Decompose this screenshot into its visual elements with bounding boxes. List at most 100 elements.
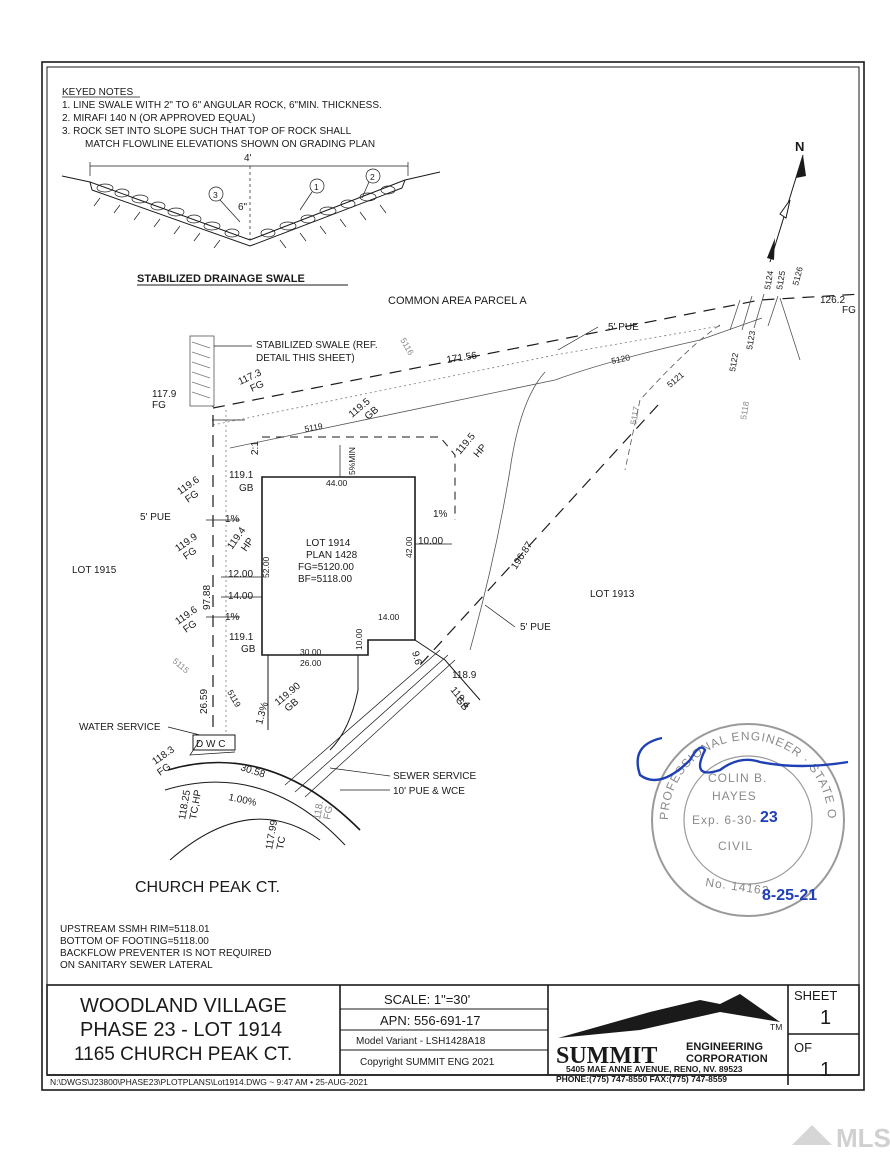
svg-text:FG: FG xyxy=(249,379,266,395)
svg-text:N: N xyxy=(795,139,804,154)
signature xyxy=(636,736,849,782)
north-arrow-icon: N xyxy=(767,139,806,263)
company-sub-2: CORPORATION xyxy=(686,1053,768,1065)
seal-date: 8-25-21 xyxy=(762,887,817,904)
company-address: 5405 MAE ANNE AVENUE, RENO, NV. 89523 xyxy=(566,1064,743,1074)
mls-watermark-icon: MLS xyxy=(792,1123,890,1152)
dim-30-00: 30.00 xyxy=(300,647,322,657)
svg-text:GB: GB xyxy=(241,644,256,655)
elev-118-9: 118.9 xyxy=(452,670,477,681)
callout-1: 1 xyxy=(314,182,319,192)
project-address: 1165 CHURCH PEAK CT. xyxy=(74,1044,292,1065)
seal-civil: CIVIL xyxy=(718,839,753,853)
company-phone: PHONE:(775) 747-8550 FAX:(775) 747-8559 xyxy=(556,1074,727,1084)
swale-width-dim: 4' xyxy=(244,153,252,164)
project-name: WOODLAND VILLAGE xyxy=(80,995,287,1017)
pue-wce-label: 10' PUE & WCE xyxy=(393,786,465,797)
swale-ref-1: STABILIZED SWALE (REF. xyxy=(256,340,378,351)
contour-5117: 5117 xyxy=(628,405,641,425)
copyright: Copyright SUMMIT ENG 2021 xyxy=(360,1057,495,1068)
pue-top-label: 5' PUE xyxy=(608,322,639,333)
swale-ref-2: DETAIL THIS SHEET) xyxy=(256,353,355,364)
dim-171-56: 171.56 xyxy=(446,350,478,366)
keyed-note-1: 1. LINE SWALE WITH 2" TO 6" ANGULAR ROCK… xyxy=(62,100,382,111)
elev-118-25: 118.25 xyxy=(177,789,193,821)
slope-1pct-b: 1% xyxy=(225,612,240,623)
seal-exp-year: 23 xyxy=(760,809,778,826)
slope-5-min: 5%MIN xyxy=(347,447,357,475)
water-service-label: WATER SERVICE xyxy=(79,722,161,733)
slope-1pct-a: 1% xyxy=(225,514,240,525)
dim-97-88: 97.88 xyxy=(202,585,213,610)
slope-1pct-c: 1% xyxy=(433,509,448,520)
contour-5118: 5118 xyxy=(738,400,751,420)
dim-10-00-east: 10.00 xyxy=(418,536,443,547)
of-label: OF xyxy=(794,1040,812,1055)
elev-118-gutter: 118. xyxy=(312,800,326,820)
contour-5120: 5120 xyxy=(610,352,631,366)
dim-9-6: 9.6 xyxy=(409,650,423,667)
dim-30-58: 30.58 xyxy=(239,762,267,780)
dim-42-00: 42.00 xyxy=(404,536,414,558)
elev-119-1-b: 119.1 xyxy=(229,632,254,643)
seal-exp: Exp. 6-30- xyxy=(692,813,757,827)
dim-26-59: 26.59 xyxy=(199,689,210,714)
contour-5121: 5121 xyxy=(665,370,686,390)
street-name: CHURCH PEAK CT. xyxy=(135,879,280,896)
dim-10-00-garage: 10.00 xyxy=(354,628,364,650)
svg-text:FG: FG xyxy=(842,305,856,316)
lot-1915-label: LOT 1915 xyxy=(72,565,117,576)
elev-117-99: 117.99 xyxy=(264,819,280,851)
lot-1913-label: LOT 1913 xyxy=(590,589,635,600)
sheet-border xyxy=(41,61,865,1091)
contour-5123: 5123 xyxy=(744,330,757,351)
lot-number: LOT 1914 xyxy=(306,538,351,549)
sewer-note-1: UPSTREAM SSMH RIM=5118.01 xyxy=(60,924,210,935)
dim-14-00-west: 14.00 xyxy=(228,591,253,602)
svg-text:MLS: MLS xyxy=(836,1123,890,1152)
contour-5115: 5115 xyxy=(171,656,192,676)
keyed-notes: KEYED NOTES 1. LINE SWALE WITH 2" TO 6" … xyxy=(62,87,382,150)
svg-text:GB: GB xyxy=(239,483,254,494)
bottom-footing: BF=5118.00 xyxy=(298,574,352,585)
sewer-note-4: ON SANITARY SEWER LATERAL xyxy=(60,960,213,971)
elev-126-2: 126.2 xyxy=(820,295,845,306)
summit-logo-icon xyxy=(558,994,780,1038)
sewer-notes: UPSTREAM SSMH RIM=5118.01 BOTTOM OF FOOT… xyxy=(60,924,272,971)
callout-2: 2 xyxy=(370,172,375,182)
house-footprint xyxy=(261,476,416,656)
contour-5119-b: 5119 xyxy=(225,688,243,709)
pue-left-label: 5' PUE xyxy=(140,512,171,523)
title-block: WOODLAND VILLAGE PHASE 23 - LOT 1914 116… xyxy=(46,984,860,1087)
scale: SCALE: 1"=30' xyxy=(384,992,470,1007)
dim-52-00: 52.00 xyxy=(261,556,271,578)
dim-196-87: 196.87 xyxy=(509,540,535,572)
slope-2-1: 2:1 xyxy=(250,441,261,455)
svg-text:HP: HP xyxy=(472,442,490,460)
slope-1-00pct: 1.00% xyxy=(227,792,257,809)
callout-3: 3 xyxy=(213,190,218,200)
pue-right-label: 5' PUE xyxy=(520,622,551,633)
svg-text:TC,HP: TC,HP xyxy=(188,789,204,821)
north-property-line xyxy=(212,293,863,409)
contour-5116: 5116 xyxy=(398,336,416,357)
company-sub-1: ENGINEERING xyxy=(686,1041,763,1053)
dim-44-00: 44.00 xyxy=(326,478,348,488)
sheet-number: 1 xyxy=(820,1007,831,1029)
common-area-label: COMMON AREA PARCEL A xyxy=(388,295,527,307)
model-variant: Model Variant - LSH1428A18 xyxy=(356,1036,486,1047)
swale-detail-title: STABILIZED DRAINAGE SWALE xyxy=(137,273,305,285)
seal-name-2: HAYES xyxy=(712,789,757,803)
dim-26-00: 26.00 xyxy=(300,658,322,668)
sewer-service-label: SEWER SERVICE xyxy=(393,771,476,782)
finish-grade: FG=5120.00 xyxy=(298,562,354,573)
elev-117-9: 117.9 xyxy=(152,389,177,400)
contour-5125: 5125 xyxy=(774,270,787,291)
swale-depth-dim: 6" xyxy=(238,202,248,213)
keyed-note-3a: 3. ROCK SET INTO SLOPE SUCH THAT TOP OF … xyxy=(62,126,352,137)
file-path: N:\DWGS\J23800\PHASE23\PLOTPLANS\Lot1914… xyxy=(50,1077,368,1087)
dim-12-00: 12.00 xyxy=(228,569,253,580)
contour-5122: 5122 xyxy=(727,352,740,373)
apn: APN: 556-691-17 xyxy=(380,1013,480,1028)
